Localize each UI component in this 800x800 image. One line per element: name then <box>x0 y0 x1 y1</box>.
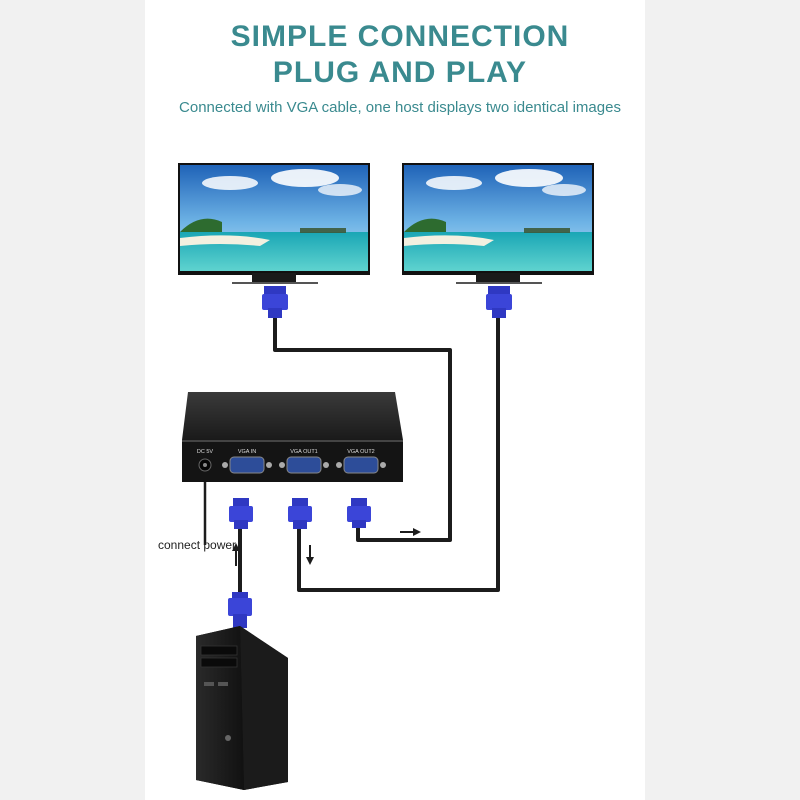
vga-connector-splitter-out2 <box>347 498 371 528</box>
port-label-vga-in: VGA IN <box>238 449 256 455</box>
port-label-vga-out1: VGA OUT1 <box>290 449 318 455</box>
monitor-left <box>178 163 370 284</box>
arrow-icon-down <box>306 545 314 565</box>
title-line-2: PLUG AND PLAY <box>272 56 528 89</box>
dc-label: DC 5V <box>197 449 214 455</box>
vga-connector-splitter-out1 <box>288 498 312 529</box>
arrow-icon-up <box>232 543 240 566</box>
pc-tower <box>196 626 288 790</box>
subtitle: Connected with VGA cable, one host displ… <box>179 99 621 116</box>
cable-out1-monitor2 <box>297 316 500 592</box>
cables <box>203 316 500 596</box>
vga-connector-monitor1 <box>262 286 288 318</box>
monitor-right <box>402 163 594 284</box>
cable-out2-monitor1 <box>273 316 452 542</box>
port-label-vga-out2: VGA OUT2 <box>347 449 375 455</box>
arrow-icon-right <box>400 528 421 536</box>
vga-connector-monitor2 <box>486 286 512 318</box>
connect-power-label: connect power <box>158 538 236 552</box>
vga-connector-splitter-in <box>229 498 253 529</box>
vga-connector-pc <box>228 592 252 628</box>
title-line-1: SIMPLE CONNECTION <box>230 20 570 53</box>
vga-splitter-box: DC 5V VGA IN VGA OUT1 VGA OUT2 <box>182 392 403 482</box>
